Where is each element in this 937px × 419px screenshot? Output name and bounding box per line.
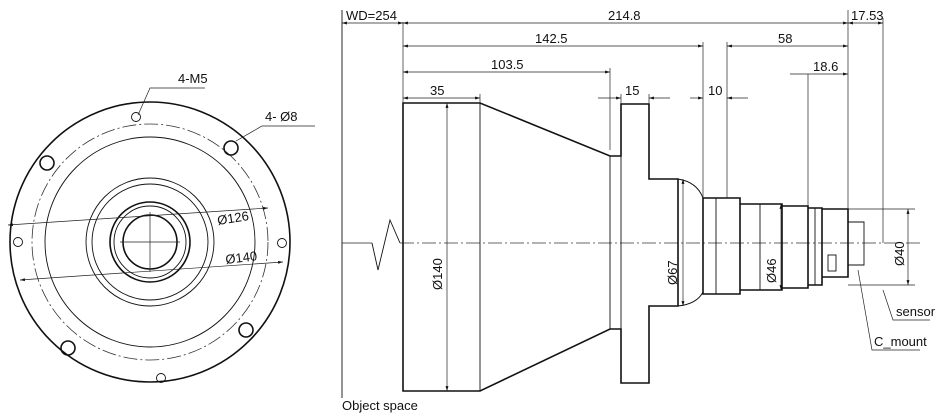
d126-line: [7, 206, 269, 227]
m5-leader: [137, 87, 205, 116]
rear-barrel: [702, 197, 741, 295]
hole8-callout: 4- Ø8: [265, 109, 298, 124]
len10-label: 10: [708, 83, 722, 98]
outer-rim: [9, 101, 291, 383]
m5-hole: [13, 237, 23, 247]
front-view: 4-M5 4- Ø8 Ø126 Ø140: [7, 71, 315, 383]
inner-rim: [44, 136, 256, 348]
d126-label: Ø126: [216, 208, 250, 228]
m5-hole: [156, 373, 166, 383]
mount-hole: [39, 155, 55, 171]
flange-sensor-label: 17.53: [851, 8, 884, 23]
object-space-label: Object space: [342, 398, 418, 413]
sensor-stub: [848, 221, 865, 266]
wd-label: WD=254: [346, 8, 397, 23]
len142-label: 142.5: [535, 31, 568, 46]
sensor-label: sensor: [896, 304, 936, 319]
m5-callout: 4-M5: [178, 71, 208, 86]
side-view: Object space WD=254: [341, 8, 936, 413]
iris-ring: [782, 205, 809, 289]
len103-label: 103.5: [491, 57, 524, 72]
sensor-leader: [882, 289, 930, 321]
m5-hole: [277, 238, 287, 248]
len18-label: 18.6: [813, 59, 838, 74]
dia67-label: Ø67: [665, 260, 680, 285]
cmount-leader: [857, 269, 920, 351]
dia40-label: Ø40: [892, 241, 907, 266]
collar-mid: [91, 183, 209, 301]
bolt-circle: [31, 123, 269, 361]
bore-outer: [109, 201, 191, 283]
len35-label: 35: [430, 83, 444, 98]
collar-outer: [85, 177, 215, 307]
dia46-label: Ø46: [764, 258, 779, 283]
mount-hole: [223, 140, 239, 156]
len58-label: 58: [778, 31, 792, 46]
lock-screw: [827, 254, 837, 272]
len15-label: 15: [625, 83, 639, 98]
lens-barrel: [402, 102, 679, 392]
total-length-label: 214.8: [608, 8, 641, 23]
mount-hole: [60, 340, 76, 356]
cmount-label: C_mount: [874, 334, 927, 349]
neck: [677, 178, 704, 307]
mount-adapter: [822, 208, 849, 278]
d140-label: Ø140: [225, 248, 258, 267]
m5-hole: [131, 112, 141, 122]
break-mark: [371, 218, 401, 271]
mount-hole: [238, 322, 254, 338]
d140-line: [19, 260, 284, 282]
dia140-label: Ø140: [430, 258, 445, 290]
hole8-leader: [235, 125, 315, 142]
